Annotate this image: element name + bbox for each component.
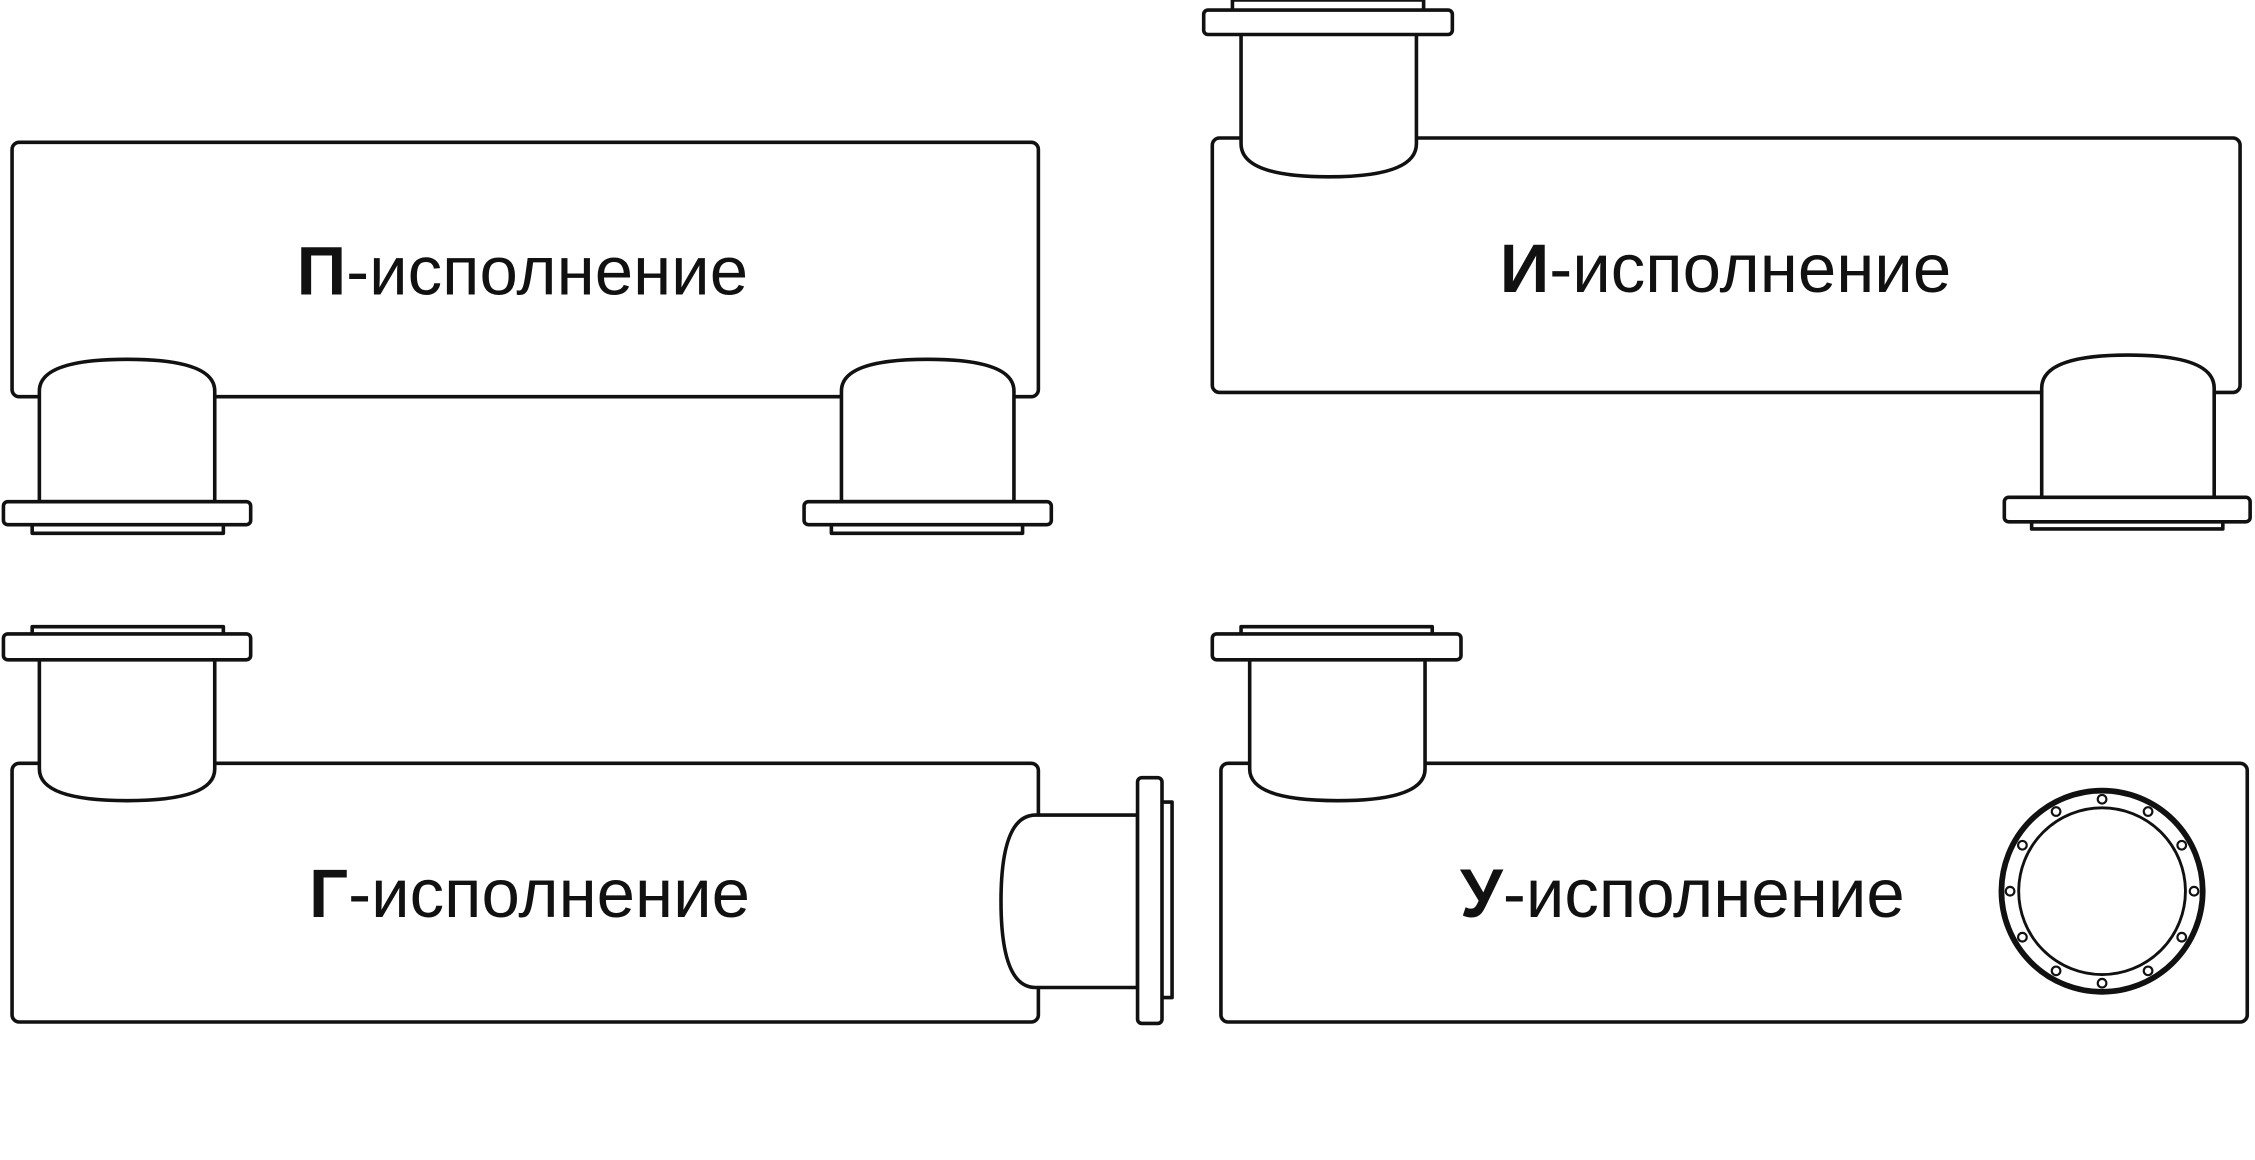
nozzle-top xyxy=(1210,624,1463,803)
nozzle-top xyxy=(1,624,253,803)
variant-i: И-исполнение xyxy=(1201,0,2252,531)
bolt-hole xyxy=(2142,806,2154,817)
bolt-hole xyxy=(2142,965,2154,977)
body xyxy=(10,140,1041,399)
bolt-hole xyxy=(2176,839,2188,851)
bolt-hole xyxy=(2176,931,2188,943)
nozzle-top xyxy=(1201,0,1455,179)
bolt-hole xyxy=(2050,965,2062,977)
bolt-hole xyxy=(2017,839,2028,851)
variant-label: Г-исполнение xyxy=(309,855,750,932)
variant-p: П-исполнение xyxy=(1,140,1054,536)
body xyxy=(1210,136,2242,395)
bolt-hole xyxy=(2188,885,2200,897)
variant-g: Г-исполнение xyxy=(1,624,1174,1026)
nozzle-bottom-right xyxy=(802,357,1054,536)
nozzle-bottom xyxy=(2002,353,2252,531)
bolt-hole xyxy=(2017,931,2028,943)
nozzle-bottom-left xyxy=(1,357,253,536)
bolt-hole xyxy=(2004,885,2016,897)
front-flange xyxy=(1998,787,2206,995)
variant-label: У-исполнение xyxy=(1460,855,1905,932)
bolt-hole xyxy=(2096,793,2108,805)
body xyxy=(1219,761,2250,1024)
bolt-hole xyxy=(2096,977,2108,989)
nozzle-side xyxy=(999,775,1174,1026)
bolt-hole xyxy=(2050,806,2062,817)
variant-label: И-исполнение xyxy=(1500,230,1952,307)
variant-u: У-исполнение xyxy=(1210,624,2250,1024)
variant-label: П-исполнение xyxy=(297,233,749,310)
